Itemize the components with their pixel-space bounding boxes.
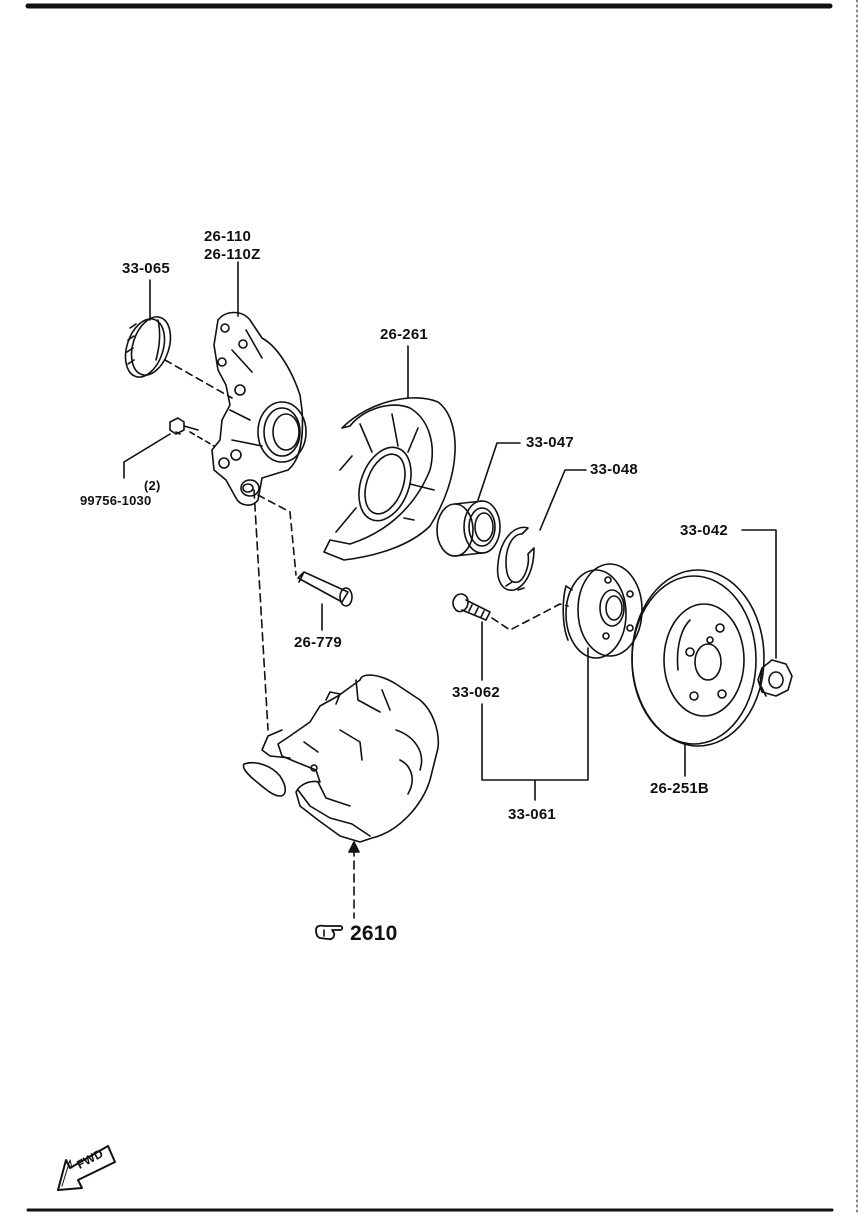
dash-knuckle-caliper: [253, 489, 269, 731]
leader-33-048: [539, 469, 587, 531]
guide-pin-26-779: [297, 571, 353, 607]
label-26-779: 26-779: [294, 634, 342, 651]
brake-caliper: [242, 674, 440, 843]
label-26-110Z: 26-110Z: [204, 246, 261, 263]
wheel-hub-33-061: [562, 563, 643, 659]
hub-nut-33-042: [757, 659, 793, 697]
pointing-hand-icon: [315, 924, 344, 941]
bolt-99756-1030: [169, 417, 199, 435]
leader-33-047: [477, 442, 521, 501]
wheel-bearing-33-047: [436, 500, 501, 557]
label-ref-2610: 2610: [350, 922, 398, 945]
steering-knuckle-26-110: [211, 311, 307, 506]
dust-shield-26-261: [323, 397, 456, 561]
snap-ring-33-048: [496, 526, 535, 591]
label-quantity: (2): [144, 478, 161, 493]
label-33-065: 33-065: [122, 260, 170, 277]
dash-bolt: [189, 431, 215, 447]
dash-bolt-hub: [491, 603, 569, 631]
leader-99756: [123, 433, 171, 479]
label-99756-1030: 99756-1030: [80, 493, 152, 508]
bracket-33-061: [481, 647, 589, 781]
dash-33-065: [164, 359, 233, 399]
label-33-047: 33-047: [526, 434, 574, 451]
fwd-arrow-icon: [57, 1145, 116, 1191]
brake-disc-26-251B: [631, 569, 765, 747]
label-26-261: 26-261: [380, 326, 428, 343]
label-33-048: 33-048: [590, 461, 638, 478]
dust-seal-33-065: [124, 316, 172, 378]
label-33-061: 33-061: [508, 806, 556, 823]
label-33-062: 33-062: [452, 684, 500, 701]
dash-knuckle-pin: [257, 494, 297, 576]
leader-33-042: [741, 529, 777, 659]
label-33-042: 33-042: [680, 522, 728, 539]
arrow-caliper-ref: [348, 841, 360, 853]
label-26-251B: 26-251B: [650, 780, 709, 797]
hub-bolt-33-062: [452, 593, 491, 621]
label-26-110: 26-110: [204, 228, 252, 245]
